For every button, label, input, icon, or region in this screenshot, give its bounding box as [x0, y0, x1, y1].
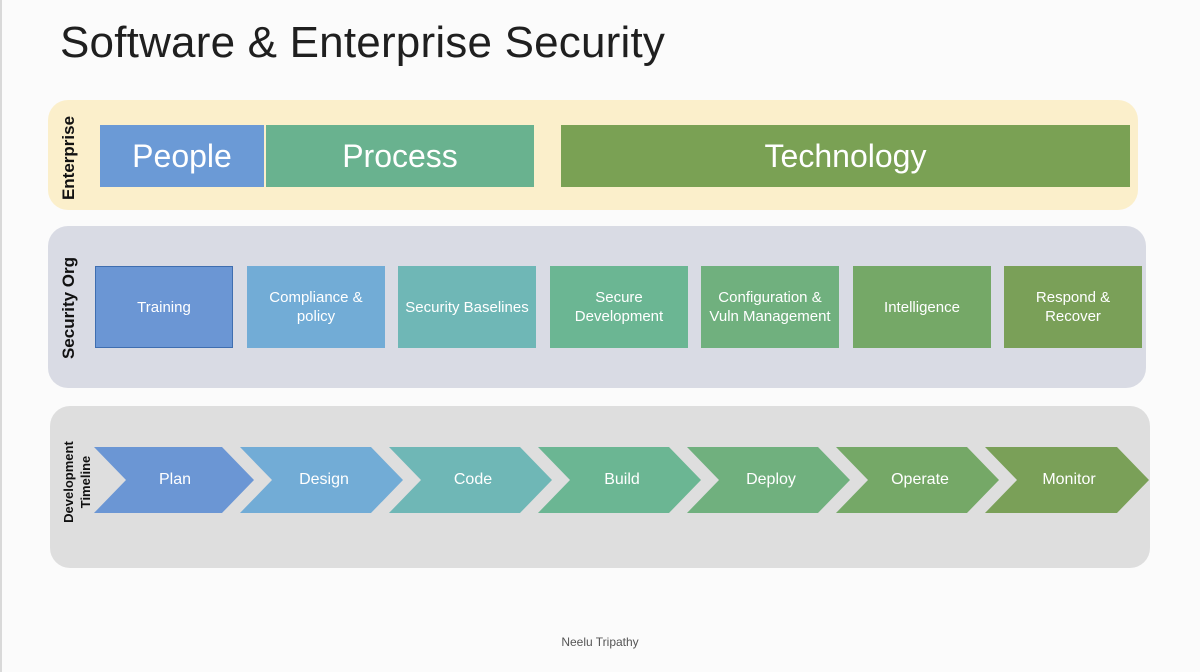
security-org-respond-box: Respond & Recover — [1004, 266, 1142, 348]
chevron-design — [240, 447, 403, 513]
security-org-baselines-box: Security Baselines — [398, 266, 536, 348]
security-org-config-vuln-box: Configuration & Vuln Management — [701, 266, 839, 348]
security-org-training-box: Training — [95, 266, 233, 348]
chevron-monitor — [985, 447, 1149, 513]
chevron-operate — [836, 447, 999, 513]
chevron-code-label: Code — [453, 471, 493, 488]
enterprise-process-box: Process — [266, 125, 534, 187]
slide-left-edge — [0, 0, 2, 672]
slide-title: Software & Enterprise Security — [60, 18, 666, 67]
chevron-monitor-label: Monitor — [1042, 471, 1096, 488]
slide-footer-author: Neelu Tripathy — [561, 635, 639, 649]
security-org-compliance-box: Compliance & policy — [247, 266, 385, 348]
chevron-plan — [94, 447, 254, 513]
chevron-code — [389, 447, 552, 513]
chevron-plan-label: Plan — [158, 471, 192, 488]
chevron-deploy — [687, 447, 850, 513]
chevron-deploy-label: Deploy — [746, 471, 796, 488]
chevron-operate-label: Operate — [891, 471, 949, 488]
security-org-secure-dev-box: Secure Development — [550, 266, 688, 348]
enterprise-technology-box: Technology — [561, 125, 1130, 187]
chevron-design-label: Design — [299, 471, 349, 488]
chevron-build-label: Build — [604, 471, 640, 488]
chevron-build — [538, 447, 701, 513]
enterprise-people-box: People — [100, 125, 264, 187]
security-org-intelligence-box: Intelligence — [853, 266, 991, 348]
